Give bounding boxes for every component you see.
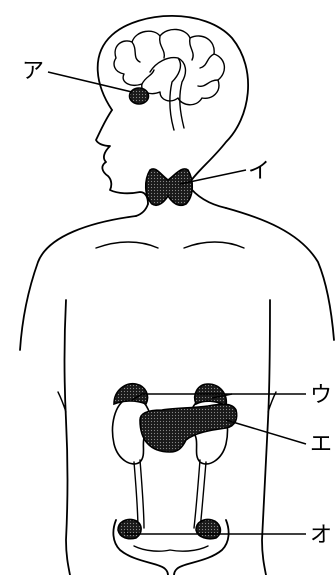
leader-a bbox=[48, 72, 132, 92]
shoulder-right bbox=[226, 208, 334, 340]
collarbone-right bbox=[184, 242, 244, 248]
label-i: イ bbox=[248, 159, 270, 184]
label-u: ウ bbox=[310, 383, 332, 408]
thyroid-gland bbox=[146, 169, 193, 205]
pelvis-inner bbox=[134, 546, 208, 551]
pituitary-gland bbox=[130, 88, 149, 104]
leader-e bbox=[226, 420, 306, 444]
torso-left bbox=[65, 300, 71, 575]
label-a: ア bbox=[22, 59, 44, 84]
neck-right bbox=[188, 185, 226, 208]
collarbone-left bbox=[96, 242, 158, 248]
shoulder-left bbox=[20, 216, 136, 350]
label-e: エ bbox=[310, 432, 332, 457]
neck-left bbox=[136, 204, 148, 216]
face-profile bbox=[96, 110, 148, 204]
gonad-right bbox=[196, 519, 220, 538]
gonad-left bbox=[118, 519, 141, 538]
ureter-left bbox=[134, 460, 144, 530]
label-o: オ bbox=[310, 523, 332, 548]
